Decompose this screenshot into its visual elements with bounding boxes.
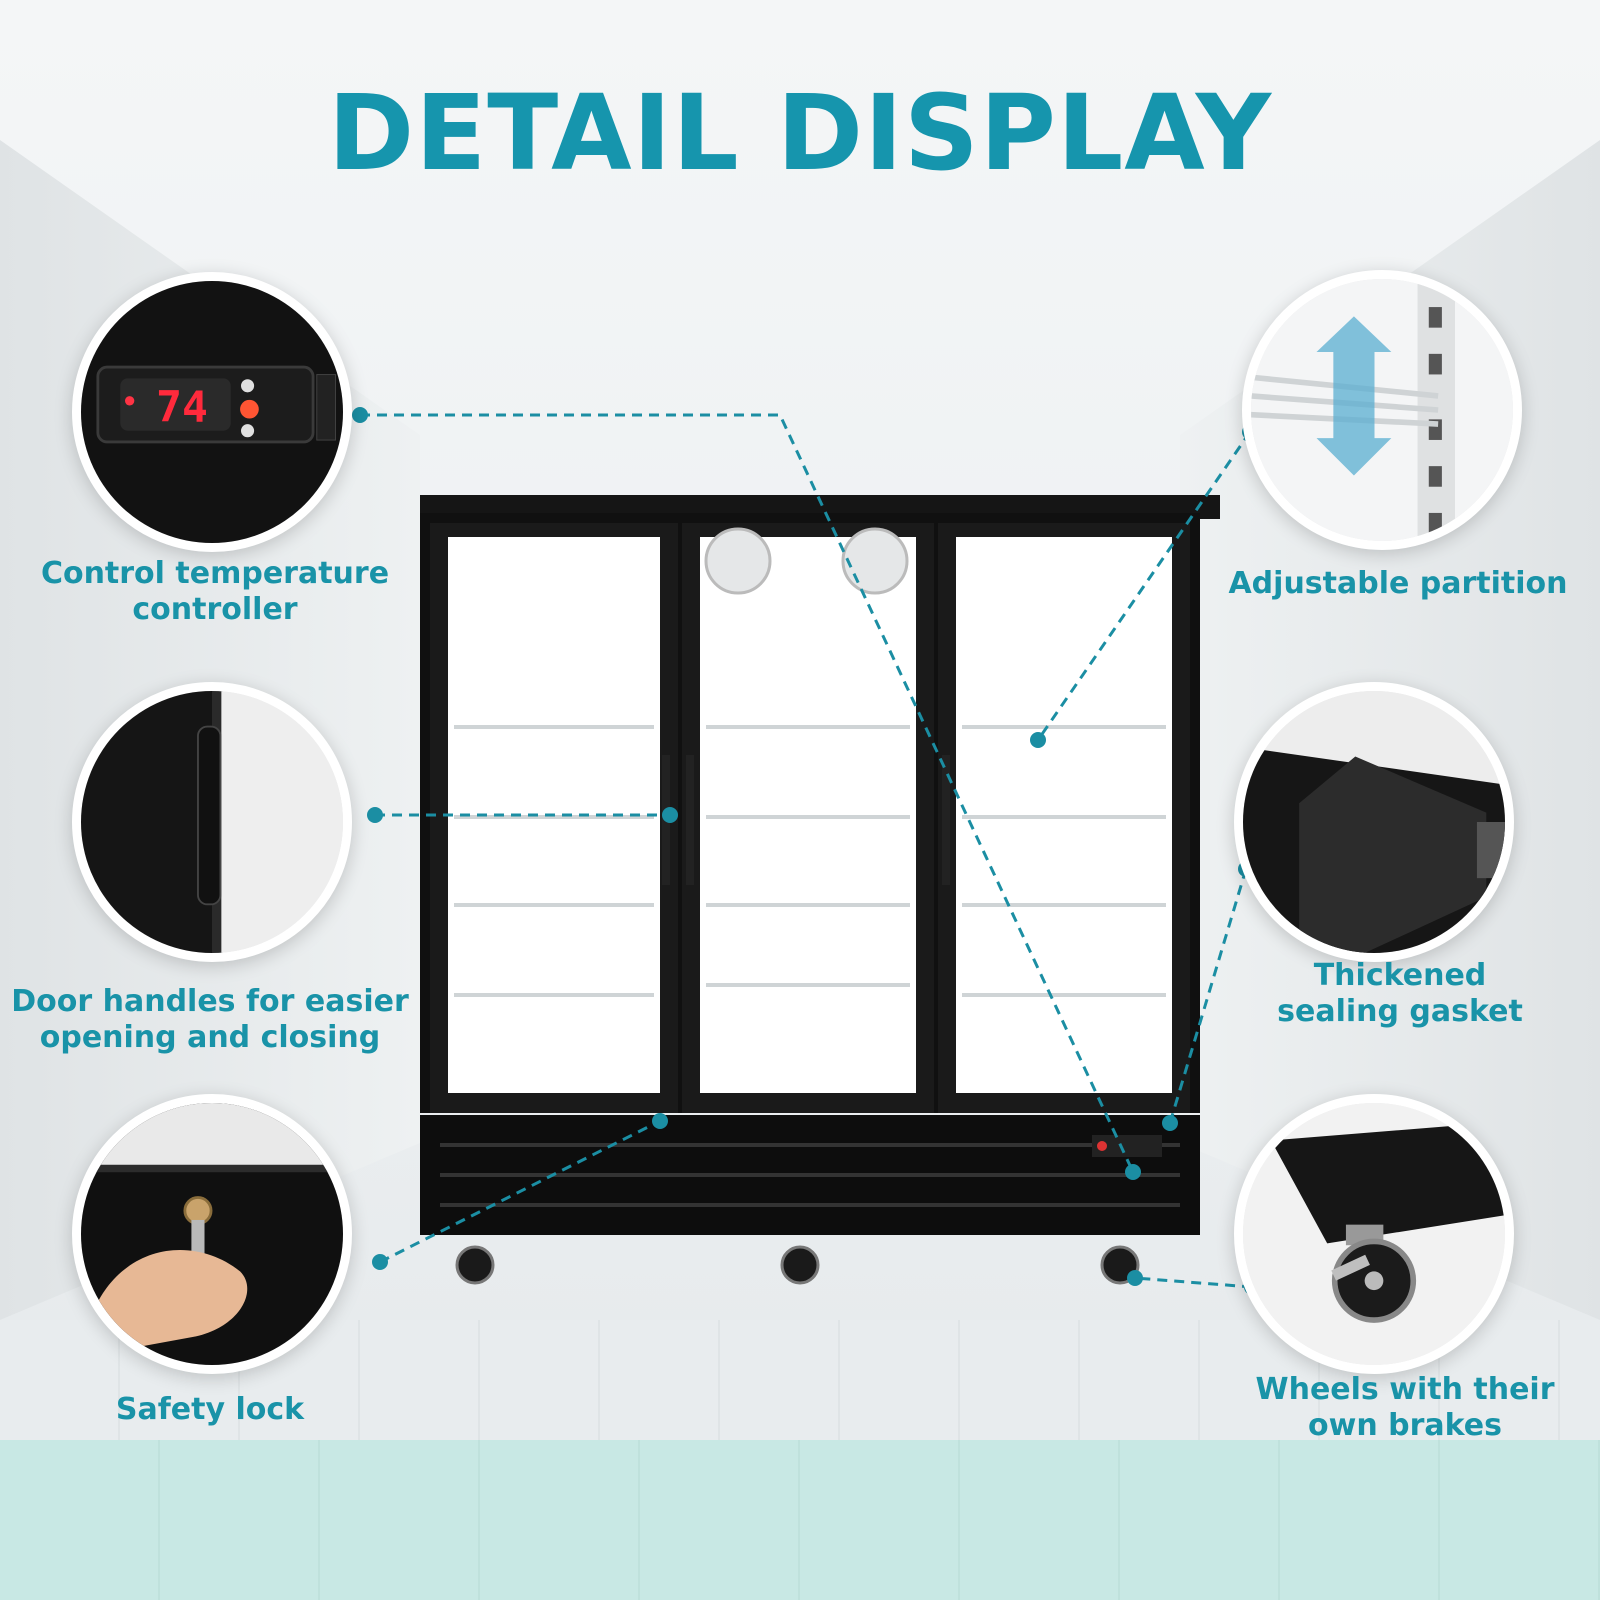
wheels-closeup — [1234, 1094, 1514, 1374]
door-handle-closeup — [72, 682, 352, 962]
page-title: DETAIL DISPLAY — [327, 72, 1273, 194]
temperature-readout: 74 — [156, 382, 208, 432]
temperature-controller-closeup: 74 — [72, 272, 352, 552]
label-safety-lock: Safety lock — [115, 1392, 305, 1427]
label-sealing-gasket: Thickened sealing gasket — [1277, 958, 1523, 1029]
label-adjustable-partition: Adjustable partition — [1228, 566, 1568, 601]
three-door-fridge-image — [420, 495, 1220, 1305]
label-wheels-brakes: Wheels with their own brakes — [1255, 1372, 1555, 1443]
fridge-illustration — [420, 495, 1220, 1285]
label-door-handles: Door handles for easier opening and clos… — [11, 984, 409, 1055]
safety-lock-closeup — [72, 1094, 352, 1374]
floor-teal-band — [0, 1440, 1600, 1600]
sealing-gasket-closeup — [1234, 682, 1514, 962]
adjustable-partition-closeup — [1242, 270, 1522, 550]
label-temperature-controller: Control temperature controller — [40, 556, 390, 627]
